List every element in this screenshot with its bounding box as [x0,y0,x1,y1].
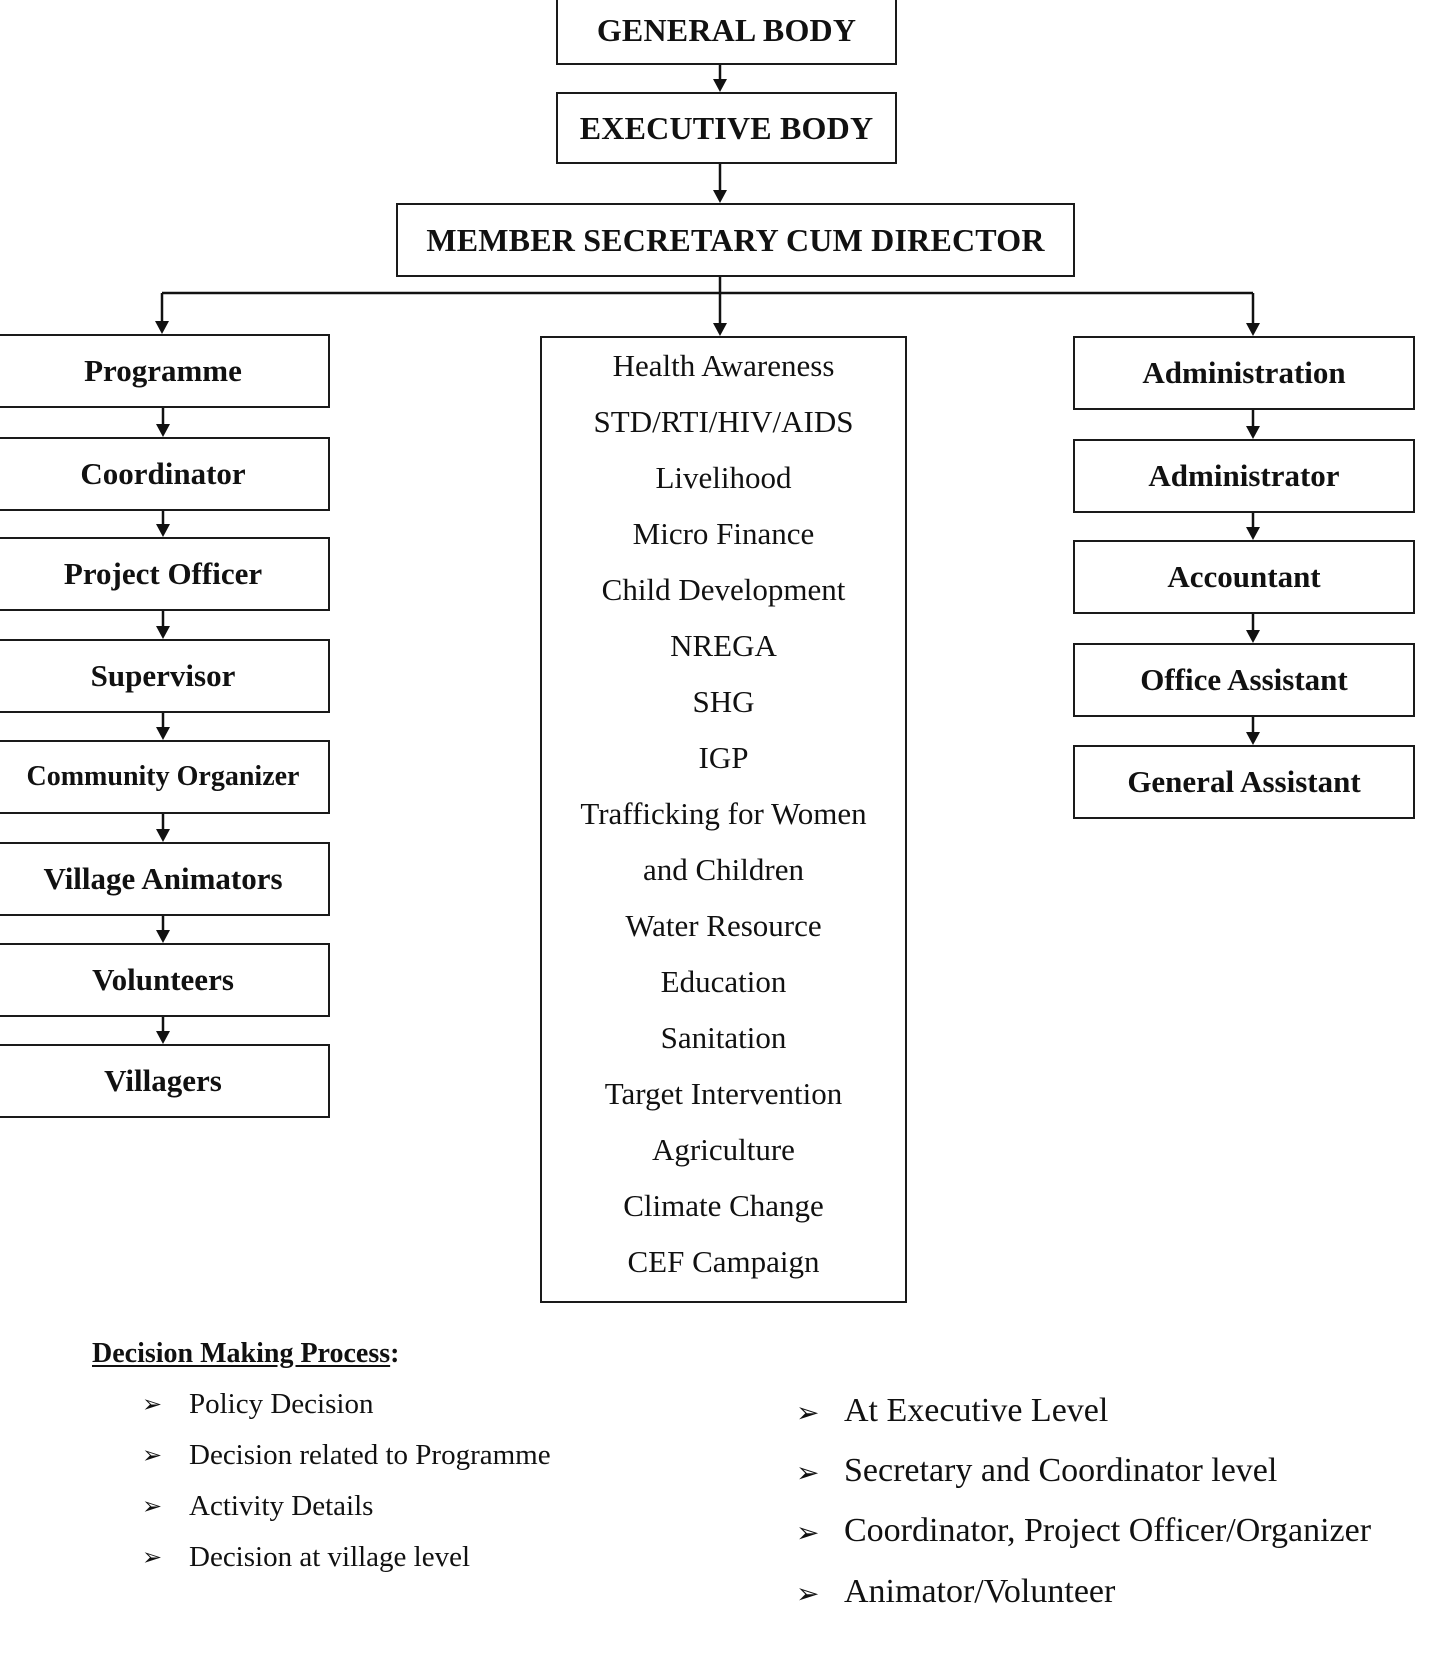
administration-role-box-label: General Assistant [1127,764,1361,799]
programme-area-item: Child Development [601,572,846,607]
arrowhead-icon [713,190,727,203]
arrowhead-icon [1246,630,1260,643]
administration-role-box: General Assistant [1073,745,1415,819]
director-box: MEMBER SECRETARY CUM DIRECTOR [396,203,1075,277]
programme-role-box: Project Officer [0,537,330,611]
programme-role-box: Programme [0,334,330,408]
programme-role-box-label: Supervisor [90,658,236,693]
arrow-bullet-icon: ➢ [796,1579,820,1610]
programme-area-item: Water Resource [625,908,822,943]
arrow-bullet-icon: ➢ [142,1392,163,1418]
arrowhead-icon [156,930,170,943]
arrowhead-icon [156,1031,170,1044]
programme-area-item: NREGA [670,628,777,663]
programme-role-box-label: Village Animators [43,861,283,896]
decision-making-heading-colon: : [390,1338,400,1369]
arrowhead-icon [1246,527,1260,540]
arrowhead-icon [1246,323,1260,336]
programme-role-box: Coordinator [0,437,330,511]
decision-text: Policy Decision [189,1388,374,1420]
arrow-bullet-icon: ➢ [142,1545,163,1571]
decision-level-item: ➢ At Executive Level [796,1392,1440,1442]
programme-role-box-label: Volunteers [92,962,234,997]
programme-role-box-label: Programme [84,353,242,388]
arrow-bullet-icon: ➢ [796,1518,820,1549]
arrow-bullet-icon: ➢ [142,1443,163,1469]
programme-role-box: Community Organizer [0,740,330,814]
decision-text: Decision related to Programme [189,1439,551,1471]
programme-role-box-label: Project Officer [63,556,263,591]
arrowhead-icon [156,727,170,740]
programme-area-item: CEF Campaign [627,1244,820,1279]
decision-level-text: At Executive Level [844,1392,1109,1429]
administration-role-box-label: Accountant [1167,559,1321,594]
programme-role-box-label: Coordinator [80,456,246,491]
administration-role-box-label: Office Assistant [1140,662,1348,697]
arrow-bullet-icon: ➢ [796,1398,820,1429]
programme-role-box-label: Villagers [104,1063,222,1098]
decision-level-item: ➢ Coordinator, Project Officer/Organizer [796,1512,1440,1562]
administration-role-box: Office Assistant [1073,643,1415,717]
general-body-label: GENERAL BODY [596,12,857,48]
administration-role-box: Administrator [1073,439,1415,513]
programme-role-box: Supervisor [0,639,330,713]
decision-level-item: ➢ Secretary and Coordinator level [796,1452,1440,1502]
programme-area-item: Education [660,964,787,999]
decision-making-heading-text: Decision Making Process [92,1338,391,1369]
programme-area-item: Climate Change [623,1188,824,1223]
arrow-bullet-icon: ➢ [142,1494,163,1520]
arrowhead-icon [156,524,170,537]
administration-role-box: Accountant [1073,540,1415,614]
administration-role-box-label: Administration [1142,355,1346,390]
programme-role-box-label: Community Organizer [26,761,300,792]
decision-item: ➢ Policy Decision [142,1388,842,1438]
decision-text: Decision at village level [189,1541,471,1573]
decision-item: ➢ Decision related to Programme [142,1439,842,1489]
executive-body-label: EXECUTIVE BODY [579,109,874,146]
arrowhead-icon [156,829,170,842]
decision-level-text: Secretary and Coordinator level [844,1452,1278,1489]
programme-role-box: Village Animators [0,842,330,916]
programme-area-item: IGP [698,740,749,775]
programme-area-item: Trafficking for Women [580,796,867,831]
programme-area-item: SHG [692,684,755,719]
programme-area-item: Sanitation [660,1020,787,1055]
arrowhead-icon [713,79,727,92]
programme-area-item: Target Intervention [604,1076,843,1111]
administration-role-box-label: Administrator [1148,458,1340,493]
decision-making-heading: Decision Making Process: [92,1338,399,1370]
arrowhead-icon [1246,426,1260,439]
decision-text: Activity Details [189,1490,374,1522]
programme-role-box: Villagers [0,1044,330,1118]
director-label: MEMBER SECRETARY CUM DIRECTOR [426,221,1045,258]
programme-area-item: and Children [643,852,804,887]
decision-item: ➢ Activity Details [142,1490,842,1540]
programme-area-item: Agriculture [652,1132,795,1167]
administration-role-box: Administration [1073,336,1415,410]
programme-role-box: Volunteers [0,943,330,1017]
decision-level-text: Coordinator, Project Officer/Organizer [844,1512,1372,1549]
programme-area-item: Micro Finance [632,516,815,551]
arrow-bullet-icon: ➢ [796,1458,820,1489]
arrowhead-icon [1246,732,1260,745]
arrowhead-icon [156,424,170,437]
executive-body-box: EXECUTIVE BODY [556,92,897,164]
arrowhead-icon [155,321,169,334]
arrowhead-icon [713,323,727,336]
decision-level-text: Animator/Volunteer [844,1573,1116,1610]
decision-item: ➢ Decision at village level [142,1541,842,1591]
programme-area-item: Livelihood [655,460,792,495]
general-body-box: GENERAL BODY [556,0,897,65]
programme-area-item: STD/RTI/HIV/AIDS [593,404,854,439]
arrowhead-icon [156,626,170,639]
programme-area-item: Health Awareness [612,348,835,383]
decision-level-item: ➢ Animator/Volunteer [796,1573,1440,1623]
